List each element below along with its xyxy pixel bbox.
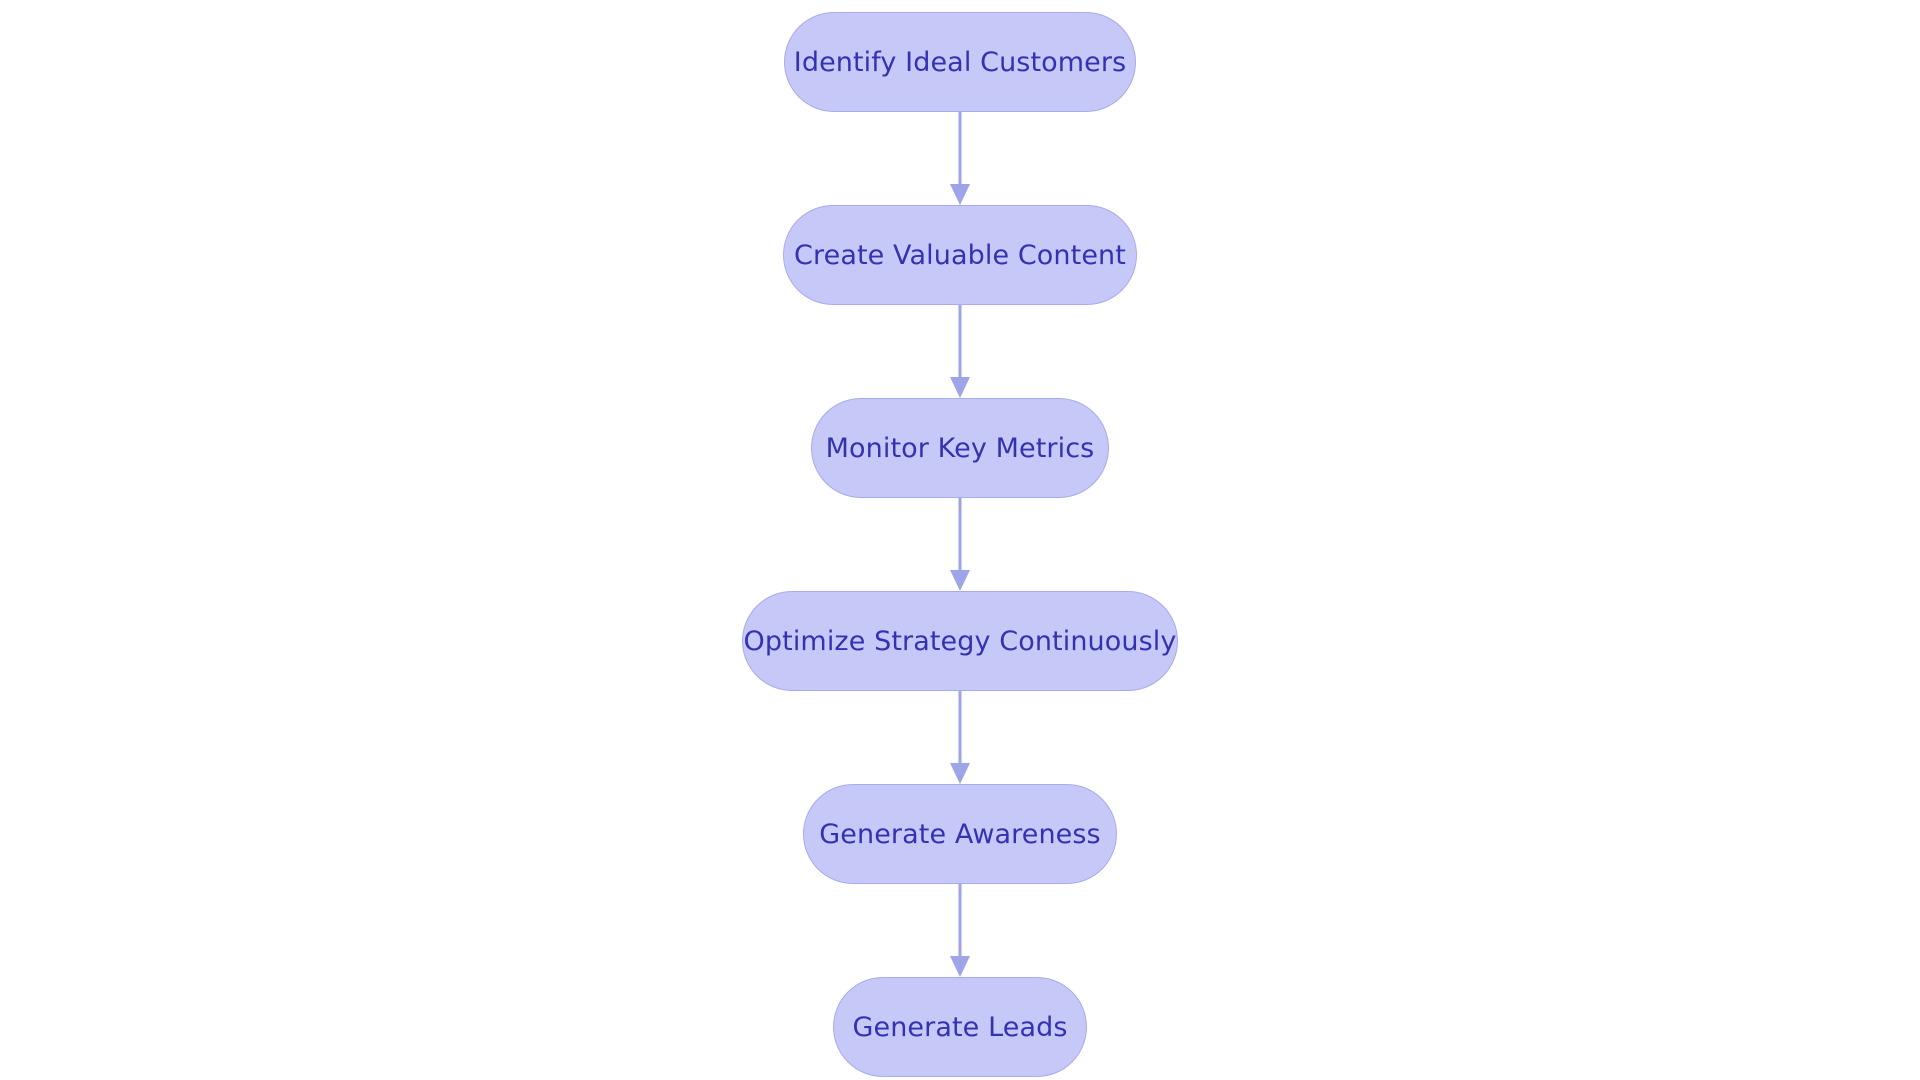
- flow-edge-n2-to-n3: [947, 305, 973, 398]
- flow-edge-n4-to-n5: [947, 691, 973, 784]
- flow-node-label: Generate Awareness: [819, 818, 1101, 850]
- flow-node-generate-leads[interactable]: Generate Leads: [833, 977, 1087, 1077]
- top-spacer: [960, 0, 961, 12]
- arrow-down-icon: [950, 305, 970, 398]
- flow-node-identify-ideal-customers[interactable]: Identify Ideal Customers: [784, 12, 1136, 112]
- flow-node-label: Create Valuable Content: [794, 239, 1126, 271]
- flow-node-create-valuable-content[interactable]: Create Valuable Content: [783, 205, 1137, 305]
- flow-node-monitor-key-metrics[interactable]: Monitor Key Metrics: [811, 398, 1109, 498]
- flow-node-optimize-strategy-continuously[interactable]: Optimize Strategy Continuously: [742, 591, 1178, 691]
- flow-node-label: Optimize Strategy Continuously: [743, 625, 1177, 657]
- flow-node-generate-awareness[interactable]: Generate Awareness: [803, 784, 1117, 884]
- flow-edge-n1-to-n2: [947, 112, 973, 205]
- arrow-down-icon: [950, 112, 970, 205]
- flow-node-label: Monitor Key Metrics: [825, 432, 1095, 464]
- flow-edge-n3-to-n4: [947, 498, 973, 591]
- flow-edge-n5-to-n6: [947, 884, 973, 977]
- flow-node-label: Identify Ideal Customers: [793, 46, 1127, 78]
- arrow-down-icon: [950, 884, 970, 977]
- arrow-down-icon: [950, 691, 970, 784]
- flow-node-label: Generate Leads: [852, 1011, 1068, 1043]
- arrow-down-icon: [950, 498, 970, 591]
